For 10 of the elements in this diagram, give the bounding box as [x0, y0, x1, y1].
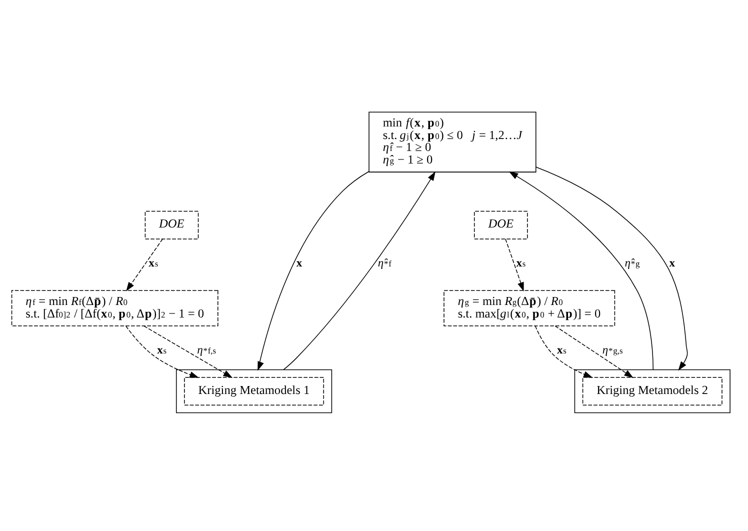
edge-label: η*g,s	[602, 344, 623, 357]
edge-label: x	[296, 258, 302, 270]
edge-label: η̂*f	[378, 258, 392, 270]
edge-label: η̂*g	[624, 258, 640, 270]
edge-label: xs	[157, 344, 167, 357]
edge-label: x	[669, 258, 676, 270]
edge-label: xs	[516, 258, 526, 270]
edge-label: η*f,s	[197, 344, 216, 357]
edge-label: xs	[557, 344, 566, 357]
edge-label: xs	[148, 258, 158, 270]
